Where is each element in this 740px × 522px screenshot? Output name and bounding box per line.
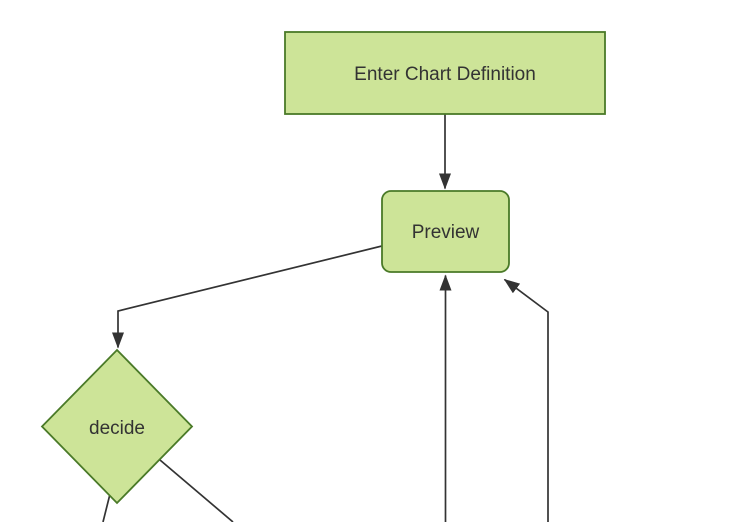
edge-offscreen-bottom-right-to-preview xyxy=(503,278,549,522)
node-preview: Preview xyxy=(381,190,510,273)
rectangle-shape xyxy=(284,31,606,115)
node-label: Enter Chart Definition xyxy=(354,64,536,85)
node-decide: decide xyxy=(40,348,194,505)
rounded-rectangle-shape xyxy=(381,190,510,273)
diamond-shape xyxy=(40,348,194,505)
edge-decide-to-offscreen-bottom-right xyxy=(159,459,234,522)
edge-decide-to-offscreen-bottom-left xyxy=(102,491,112,522)
node-label: decide xyxy=(89,418,145,439)
node-label: Preview xyxy=(412,222,480,243)
node-enter-chart-definition: Enter Chart Definition xyxy=(284,31,606,115)
edge-preview-to-decide xyxy=(112,245,383,349)
